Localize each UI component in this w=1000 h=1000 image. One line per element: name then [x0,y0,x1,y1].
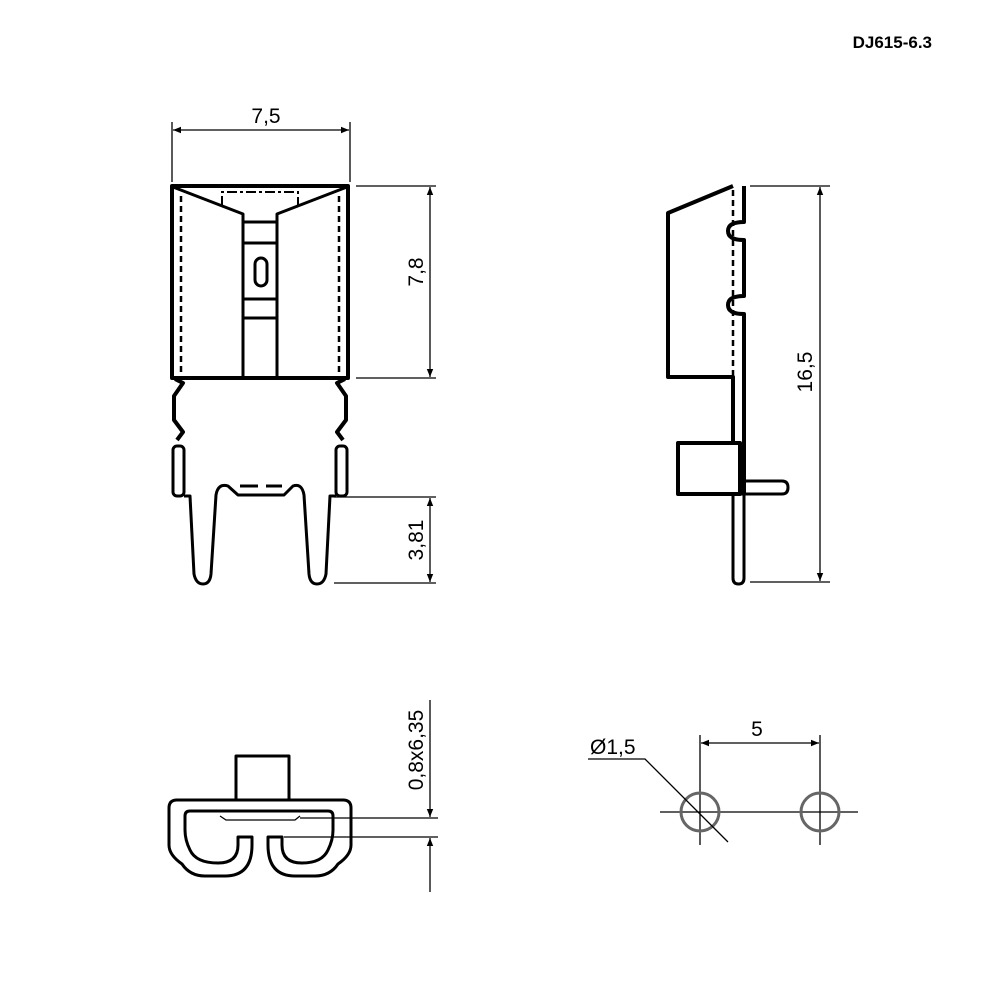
extension-lines [750,185,830,583]
extension-lines [284,817,438,838]
side-tab-right [334,444,349,498]
pcb-hole-layout: 5 Ø1,5 [588,718,858,845]
total-height-dimension: 16,5 [794,352,817,393]
pins [184,483,336,586]
hole-left [679,791,721,833]
part-number-title: DJ615-6.3 [853,33,932,52]
horizontal-tab [740,479,790,496]
slot [253,256,269,288]
extension-lines [356,185,436,379]
side-contact-edge [726,186,746,494]
pin-length-dimension: 3,81 [405,520,428,561]
hole-diameter-dimension: Ø1,5 [590,736,636,759]
body-outline [170,184,350,380]
side-body-outline [666,184,735,441]
contact-profile [167,798,353,878]
tab-dimension: 0,8x6,35 [405,710,428,791]
center-line-box [221,191,299,206]
housing-block [676,441,742,496]
width-dimension: 7,5 [251,105,280,128]
side-tab-left [171,444,186,498]
contact-bars [243,220,277,320]
center-lines [660,735,858,845]
extension-lines [171,122,351,182]
pitch-dimension: 5 [751,718,763,741]
vertical-pin [731,494,746,586]
extension-lines [334,496,436,584]
body-height-dimension: 7,8 [405,257,428,286]
diameter-leader-line [588,758,729,843]
body-edge-notches [172,377,348,442]
inner-line [219,815,301,821]
front-view: 7,5 7,8 3,81 [170,105,436,586]
hidden-lines [179,196,341,376]
hole-right [799,791,841,833]
side-view: 16,5 [666,184,830,586]
bottom-view: 0,8x6,35 [167,700,438,892]
spring-contact [172,185,348,378]
center-tab [234,754,291,802]
